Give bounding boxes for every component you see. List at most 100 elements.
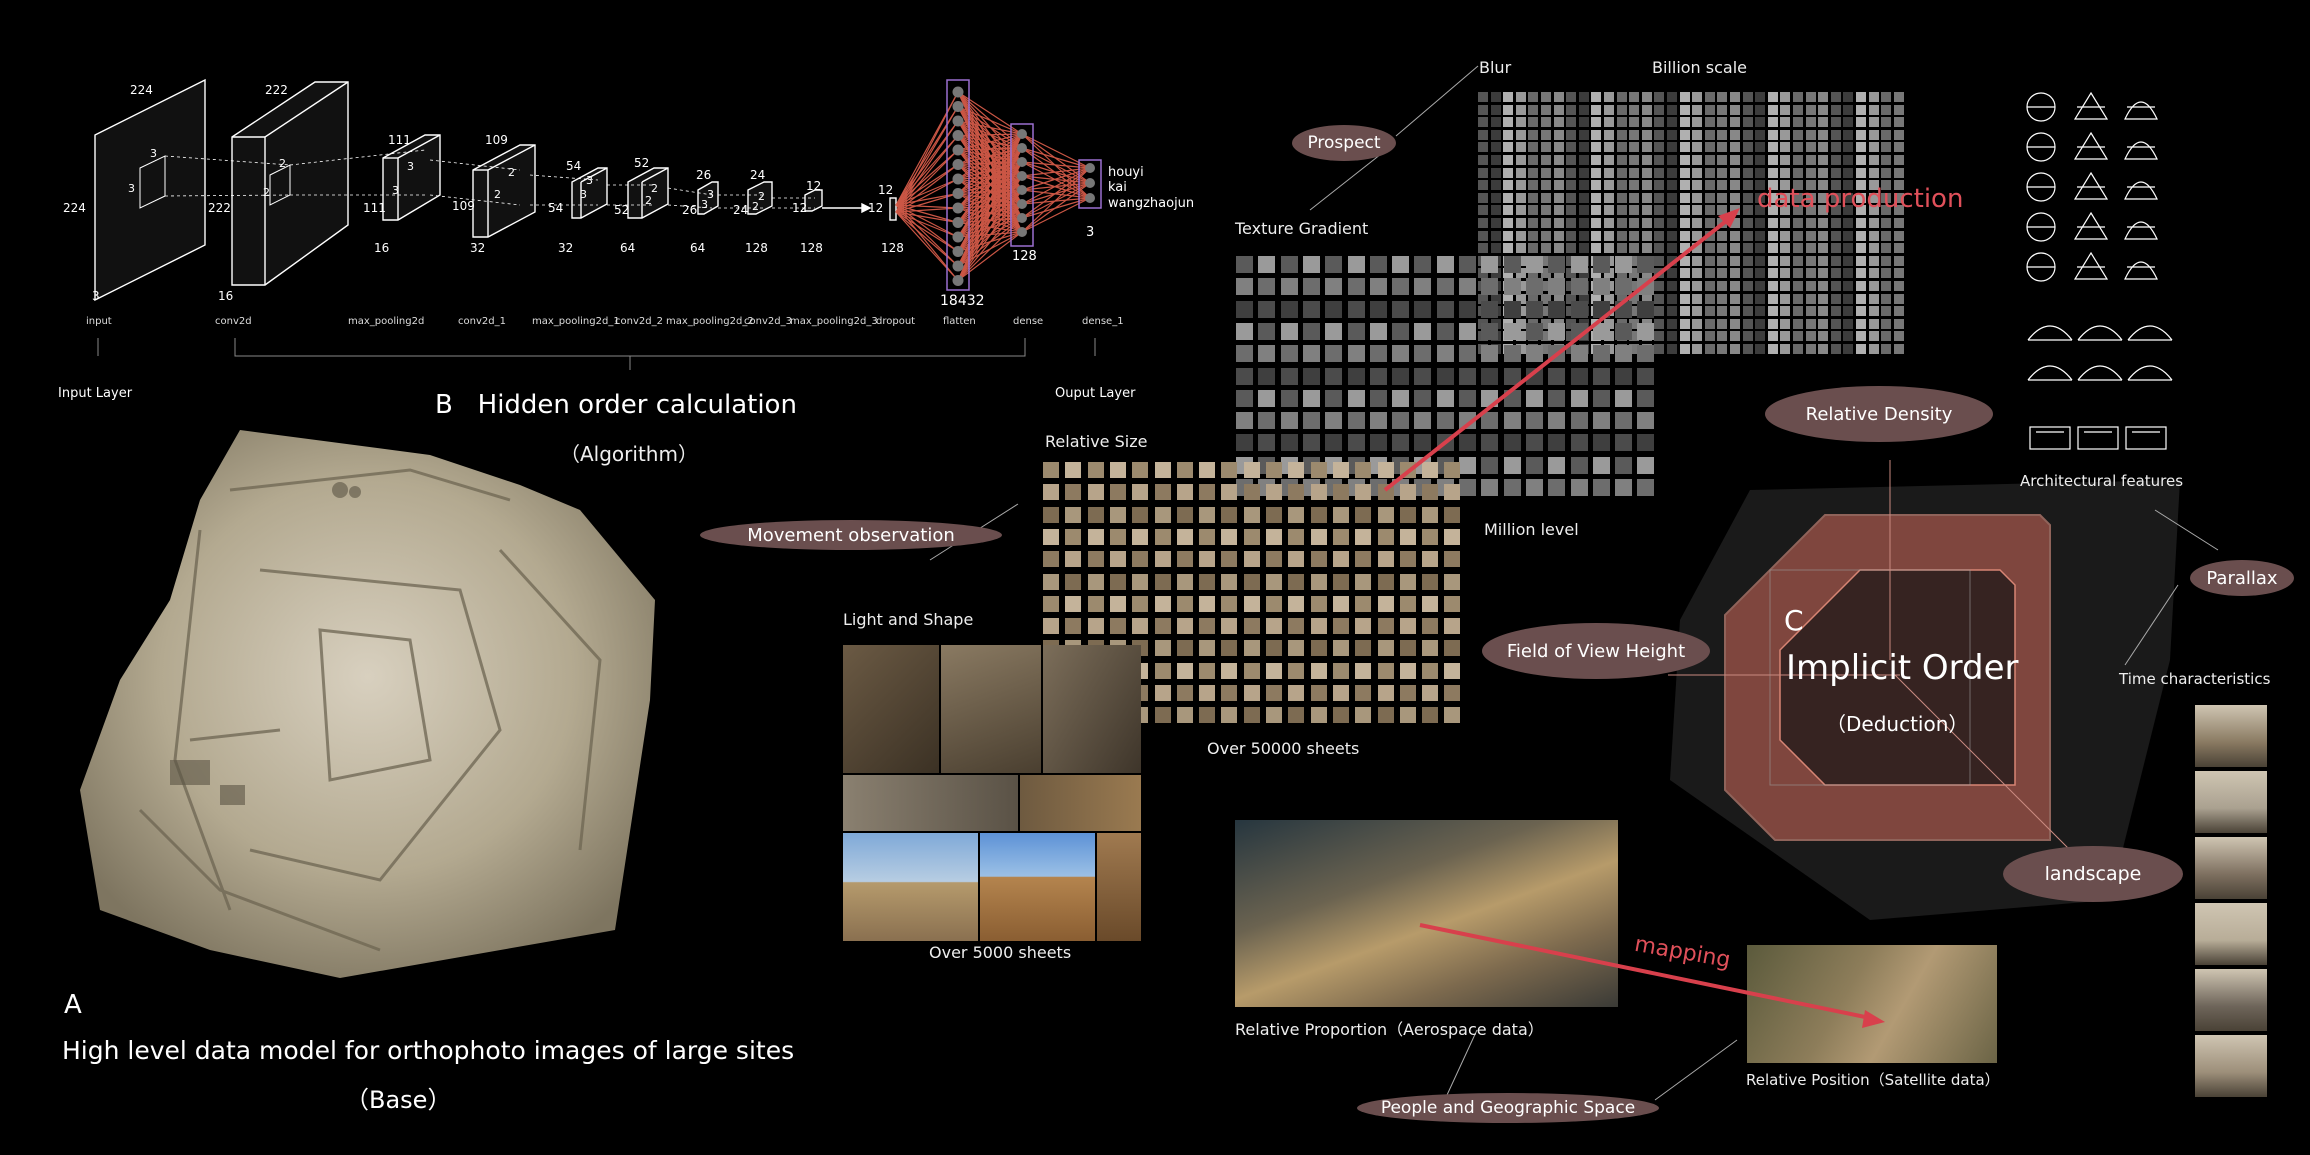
thumbnail [1856,243,1866,254]
thumbnail [1805,306,1816,317]
thumbnail [1629,129,1640,140]
thumbnail [1704,306,1715,317]
thumbnail [1881,129,1892,140]
cnn-architecture-diagram: 224 224 3 222 222 16 111 111 16 109 109 … [58,78,1194,401]
layer-name: input [86,316,112,327]
section-a-title: High level data model for orthophoto ima… [62,1036,795,1065]
thumbnail [1490,104,1501,115]
thumbnail [1843,117,1854,128]
thumbnail [1570,456,1588,474]
thumbnail [1704,155,1715,165]
section-a-letter: A [64,990,82,1020]
satellite-image [1747,945,1997,1063]
thumbnail [1637,479,1655,496]
thumbnail [1528,167,1539,178]
thumbnail [1414,256,1432,273]
thumbnail [1503,300,1521,318]
thumbnail [1692,192,1703,203]
thumbnail [1541,243,1551,254]
thumbnail [1548,256,1566,273]
thumbnail [1490,117,1501,128]
thumbnail [1730,142,1740,153]
thumbnail [1515,129,1526,140]
thumbnail [1868,255,1879,266]
thumbnail [1641,205,1652,216]
prospect-pill: Prospect [1292,125,1396,161]
thumbnail [1868,318,1879,329]
dim-label: 224 [130,83,153,97]
thumbnail [1637,434,1655,452]
thumbnail [1199,551,1216,568]
thumbnail [1176,618,1193,635]
thumbnail [1436,322,1454,340]
thumbnail [1355,462,1372,478]
thumbnail [1616,155,1627,165]
thumbnail [1399,595,1416,612]
thumbnail [1615,367,1633,385]
thumbnail [1325,300,1343,318]
thumbnail [1679,192,1690,203]
thumbnail [1422,640,1439,657]
thumbnail [1392,278,1410,296]
thumbnail [1578,117,1589,128]
thumbnail [1422,573,1439,590]
thumbnail [1065,484,1082,501]
thumbnail [1805,281,1816,291]
thumbnail [1399,618,1416,635]
thumbnail [1347,412,1365,430]
dim-label: 16 [218,289,233,303]
thumbnail [1881,155,1892,165]
thumbnail [1566,205,1577,216]
thumbnail [1692,331,1703,342]
thumbnail [1280,434,1298,452]
thumbnail [1730,155,1740,165]
thumbnail [1637,345,1655,363]
thumbnail [1881,142,1892,153]
thumbnail [1830,104,1841,115]
dim-label: 224 [63,201,86,215]
thumbnail [1667,268,1677,279]
thumbnail [1616,180,1627,191]
thumbnail [1592,278,1610,296]
thumbnail [1629,293,1640,304]
kernel-label: 2 [651,182,658,195]
thumbnail [1332,573,1349,590]
thumbnail [1541,155,1551,165]
thumbnail [1730,255,1740,266]
thumbnail [1654,129,1665,140]
thumbnail [1399,573,1416,590]
thumbnail [1377,462,1394,478]
dense-neuron [1017,171,1027,181]
thumbnail [1266,662,1282,679]
thumbnail [1730,331,1740,342]
thumbnail [1541,192,1551,203]
thumbnail [1793,92,1803,102]
thumbnail [1490,243,1501,254]
thumbnail [1780,243,1791,254]
thumbnail [1422,506,1439,523]
thumbnail [1893,192,1904,203]
thumbnail [1503,205,1514,216]
thumbnail [1444,573,1461,590]
thumbnail [1818,205,1829,216]
output-class-label: houyi [1108,165,1144,180]
thumbnail [1592,300,1610,318]
thumbnail [1541,255,1551,266]
thumbnail [1199,707,1216,724]
thumbnail [1399,528,1416,545]
flatten-neuron [952,246,964,257]
thumbnail [1856,318,1866,329]
field-of-view-height-pill: Field of View Height [1482,623,1710,679]
thumbnail [1199,506,1216,523]
thumbnail [1730,92,1740,102]
thumbnail [1043,506,1059,523]
thumbnail [1830,243,1841,254]
thumbnail [1868,192,1879,203]
thumbnail [1525,322,1543,340]
thumbnail [1414,300,1432,318]
thumbnail [1717,129,1728,140]
thumbnail [1755,331,1766,342]
thumbnail [1868,218,1879,228]
thumbnail [1780,281,1791,291]
thumbnail [1893,129,1904,140]
